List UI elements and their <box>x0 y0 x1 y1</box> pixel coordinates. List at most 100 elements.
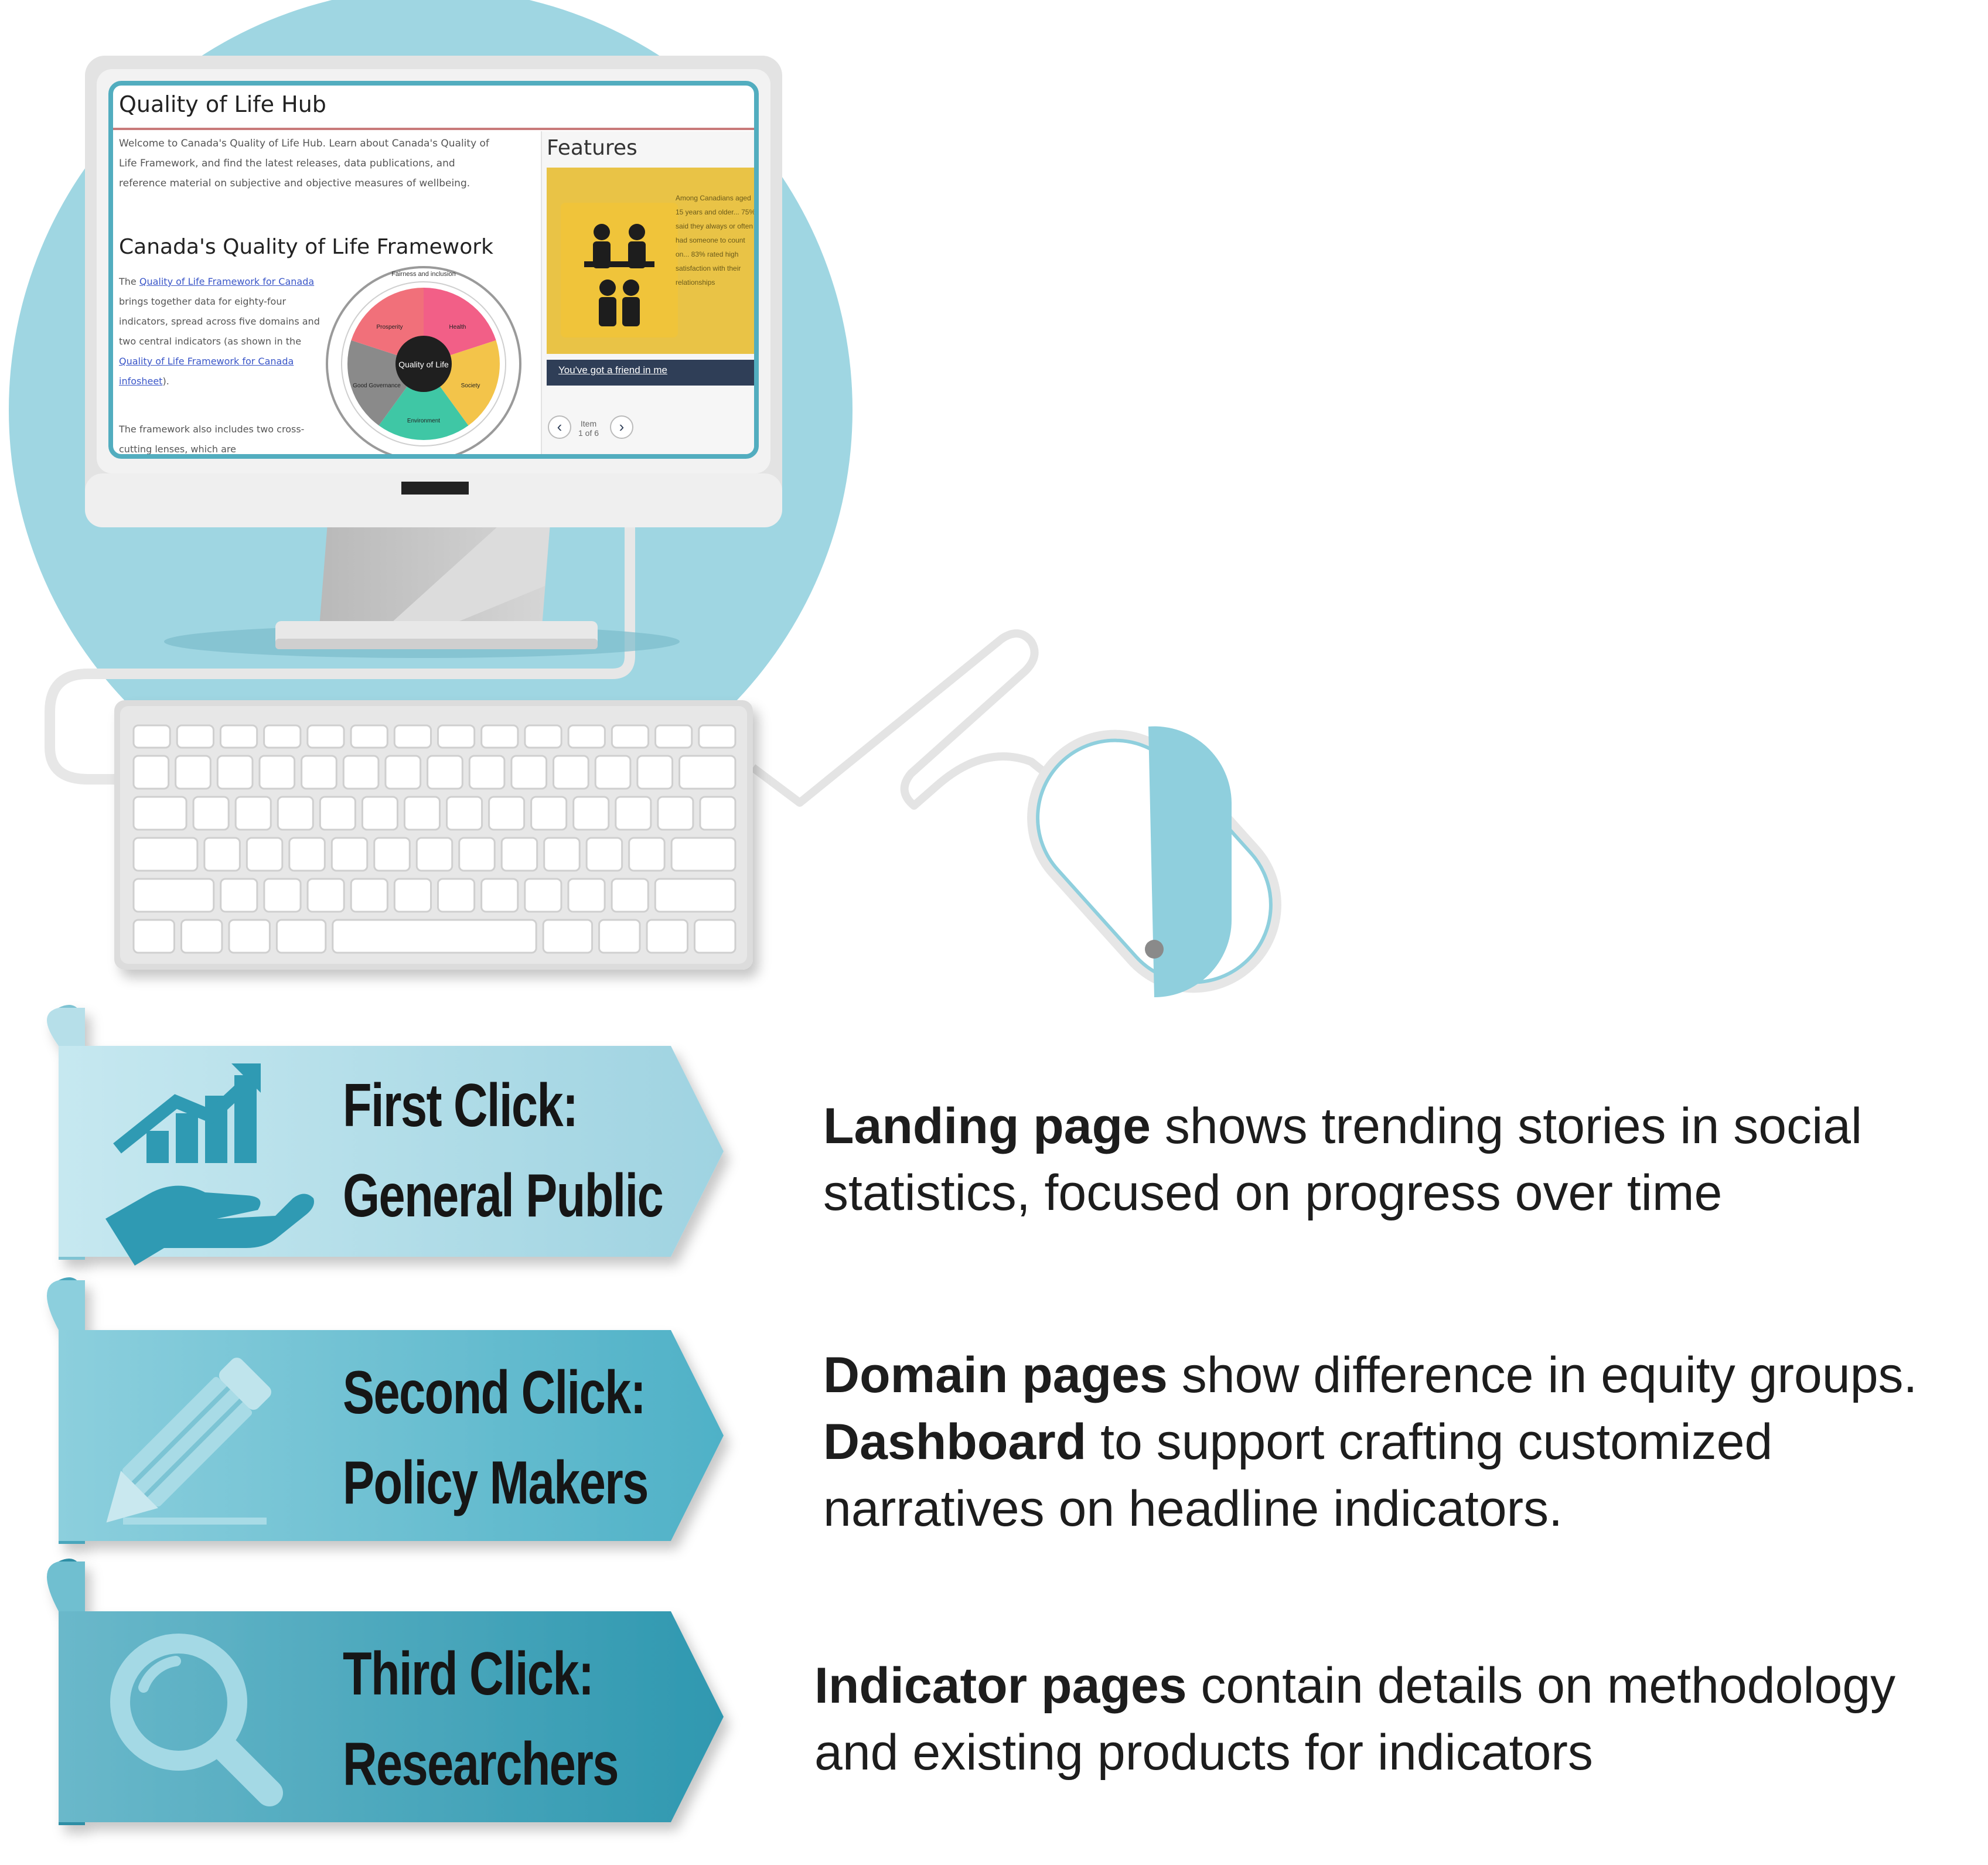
keyboard-key <box>361 796 398 831</box>
pager-count: 1 of 6 <box>578 428 599 438</box>
keyboard-key <box>646 919 689 954</box>
keyboard-key <box>678 755 736 790</box>
keyboard-key <box>342 755 380 790</box>
keyboard-key <box>530 796 568 831</box>
wheel-domain-society: Society <box>461 383 480 389</box>
keyboard-key <box>694 919 736 954</box>
monitor-screen: Quality of Life Hub Welcome to Canada's … <box>108 81 759 459</box>
keyboard-key <box>176 724 214 749</box>
keyboard-key <box>699 796 736 831</box>
keyboard-key <box>393 878 432 913</box>
framework-link[interactable]: Quality of Life Framework for Canada <box>139 276 315 287</box>
keyboard-key <box>203 837 241 872</box>
carousel-pager: ‹ Item 1 of 6 › <box>548 415 665 442</box>
feature-image[interactable]: Among Canadians aged 15 years and older.… <box>547 168 756 354</box>
framework-text-2: brings together data for eighty-four ind… <box>119 296 320 347</box>
features-title: Features <box>547 136 637 160</box>
keyboard-key <box>437 878 476 913</box>
keyboard-key <box>245 837 284 872</box>
keyboard-key <box>458 837 496 872</box>
keyboard-key <box>437 724 476 749</box>
framework-text-lenses: The framework also includes two cross-cu… <box>119 424 305 455</box>
keyboard-key <box>288 837 326 872</box>
framework-text-1: The <box>119 276 137 287</box>
keyboard-key <box>594 755 632 790</box>
third-click-title: Third Click: Researchers <box>343 1629 619 1809</box>
pager-status: Item 1 of 6 <box>578 419 599 438</box>
keyboard-key <box>542 919 594 954</box>
first-click-title: First Click: General Public <box>343 1061 664 1241</box>
next-button[interactable]: › <box>610 415 633 439</box>
first-click-description: Landing page shows trending stories in s… <box>823 1093 1862 1226</box>
keyboard-key <box>132 878 215 913</box>
monitor-stand-base-edge <box>275 639 598 649</box>
keyboard-key <box>415 837 453 872</box>
keyboard-key <box>393 724 432 749</box>
keyboard-key <box>468 755 506 790</box>
third-desc-text-1: contain details on methodology <box>1186 1658 1896 1714</box>
keyboard-key <box>657 796 694 831</box>
second-desc-text-2: to support crafting customized <box>1086 1414 1773 1470</box>
keyboard-key <box>330 837 369 872</box>
keyboard-key <box>175 755 212 790</box>
keyboard-key <box>132 724 171 749</box>
keyboard-key <box>628 837 666 872</box>
second-click-description: Domain pages show difference in equity g… <box>823 1342 1917 1542</box>
feature-caption-bar <box>547 360 754 386</box>
keyboard-key <box>180 919 223 954</box>
keyboard-key <box>228 919 271 954</box>
pager-label: Item <box>580 419 597 428</box>
second-click-line-1: Second Click: <box>343 1359 646 1427</box>
keyboard-key <box>427 755 463 790</box>
keyboard-key <box>192 796 230 831</box>
magnifier-icon <box>110 1634 283 1806</box>
keyboard-key <box>234 796 272 831</box>
keyboard-key <box>216 755 254 790</box>
monitor-chin <box>85 473 782 527</box>
keyboard-key <box>219 724 258 749</box>
keyboard-key <box>132 919 175 954</box>
previous-button[interactable]: ‹ <box>548 415 571 439</box>
wheel-outer-label: Fairness and inclusion <box>391 271 455 278</box>
keyboard-key <box>275 919 327 954</box>
third-click-line-2: Researchers <box>343 1730 619 1798</box>
keyboard-key <box>654 724 693 749</box>
third-desc-line-2: and existing products for indicators <box>814 1724 1593 1781</box>
indicator-pages-label: Indicator pages <box>814 1658 1187 1714</box>
monitor-stand-highlight <box>387 516 551 627</box>
growth-hand-icon <box>105 1063 314 1266</box>
keyboard-key <box>350 724 388 749</box>
wheel-domain-health: Health <box>449 324 466 330</box>
mouse-cable <box>750 629 1063 810</box>
keyboard-key <box>319 796 356 831</box>
page-title: Quality of Life Hub <box>119 91 326 117</box>
monitor-logo-slot <box>401 482 469 495</box>
keyboard-key <box>567 724 606 749</box>
title-divider <box>113 128 754 130</box>
keyboard-key <box>500 837 538 872</box>
keyboard-key <box>488 796 526 831</box>
first-desc-line-2: statistics, focused on progress over tim… <box>823 1165 1723 1221</box>
keyboard-key <box>670 837 736 872</box>
keyboard-key <box>350 878 388 913</box>
feature-caption-link[interactable]: You've got a friend in me <box>558 364 667 376</box>
keyboard-key <box>636 755 674 790</box>
landing-page-label: Landing page <box>823 1098 1151 1154</box>
infosheet-link[interactable]: Quality of Life Framework for Canada inf… <box>119 356 294 387</box>
keyboard-key <box>510 755 548 790</box>
keyboard <box>114 700 753 970</box>
first-click-line-2: General Public <box>343 1162 664 1230</box>
keyboard-key <box>615 796 652 831</box>
keyboard-key <box>572 796 610 831</box>
feature-image-text: Among Canadians aged 15 years and older.… <box>676 194 756 287</box>
second-click-title: Second Click: Policy Makers <box>343 1348 649 1528</box>
keyboard-key <box>263 878 302 913</box>
keyboard-key <box>446 796 483 831</box>
wheel-domain-prosperity: Prosperity <box>376 324 403 330</box>
framework-text: The Quality of Life Framework for Canada… <box>119 272 321 391</box>
keyboard-key <box>611 878 649 913</box>
keyboard-key <box>332 919 537 954</box>
keyboard-key <box>132 796 187 831</box>
wheel-domain-environment: Environment <box>407 418 440 424</box>
keyboard-key <box>698 724 736 749</box>
